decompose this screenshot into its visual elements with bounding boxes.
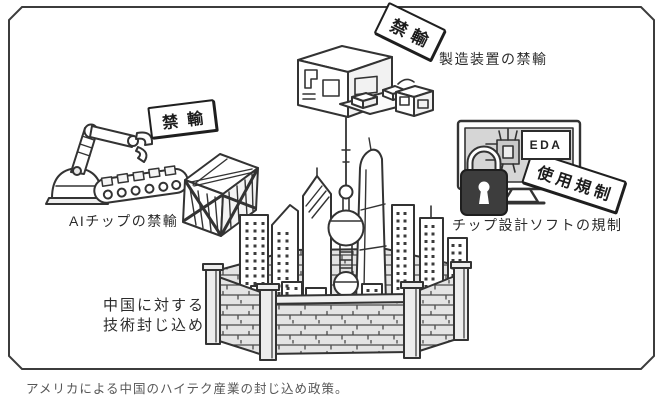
robot-arm-icon xyxy=(45,123,154,205)
conveyor-belt-icon xyxy=(93,165,189,204)
chip-icon xyxy=(485,128,520,173)
brick-wall-icon xyxy=(202,261,472,361)
label-ai-chip-embargo: AIチップの禁輸 xyxy=(69,213,179,229)
padlock-icon xyxy=(460,145,508,216)
label-tech-containment-line1: 中国に対する xyxy=(103,297,206,314)
label-tech-containment: 中国に対する 技術封じ込め xyxy=(103,296,205,336)
label-chip-design-software: チップ設計ソフトの規制 xyxy=(452,217,623,233)
fab-equipment-icon xyxy=(297,45,434,118)
frame-border xyxy=(8,6,655,370)
label-tech-containment-line2: 技術封じ込め xyxy=(103,317,206,334)
oriental-pearl-tower xyxy=(323,117,369,315)
eda-screen-label: EDA xyxy=(521,130,571,160)
label-manufacturing-embargo: 製造装置の禁輸 xyxy=(439,51,548,67)
figure-caption: アメリカによる中国のハイテク産業の封じ込め政策。 xyxy=(26,382,349,396)
wooden-crate-icon xyxy=(182,153,259,237)
